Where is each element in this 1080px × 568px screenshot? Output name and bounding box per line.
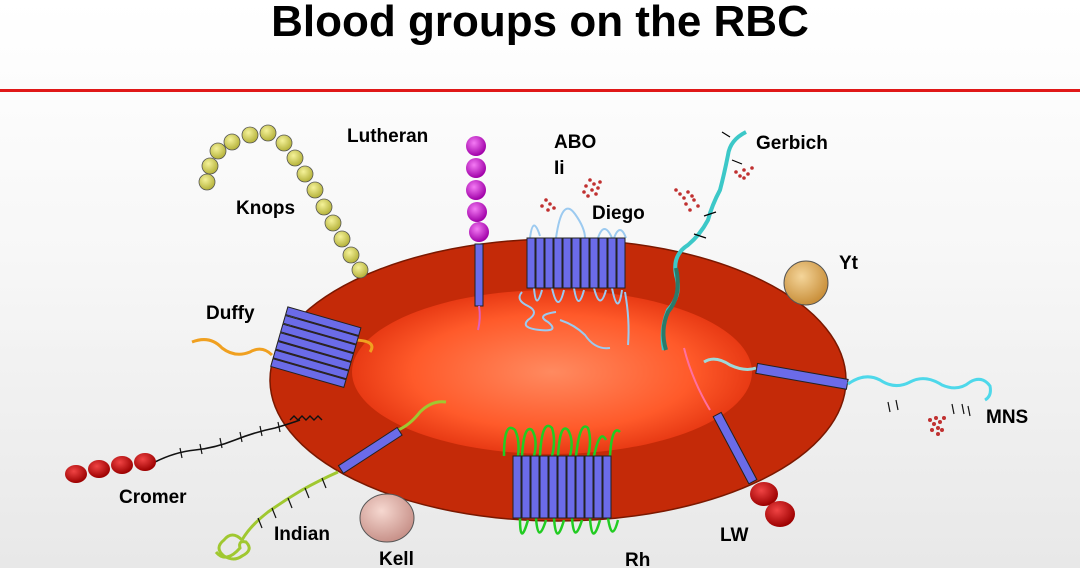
kell-protein xyxy=(359,493,415,543)
gerbich-protein xyxy=(660,130,754,351)
rh-protein xyxy=(502,424,621,535)
cromer-protein xyxy=(65,415,323,483)
label-kell: Kell xyxy=(379,549,414,568)
label-lw: LW xyxy=(720,525,749,546)
abo-carbohydrate xyxy=(540,178,602,212)
lw-protein xyxy=(683,347,795,527)
indian-protein xyxy=(214,400,447,561)
mns-protein xyxy=(703,357,992,436)
page-title: Blood groups on the RBC xyxy=(271,0,809,46)
label-yt: Yt xyxy=(839,253,859,274)
label-knops: Knops xyxy=(236,198,295,219)
label-mns: MNS xyxy=(986,407,1028,428)
band3-protein xyxy=(518,178,630,350)
red-blood-cell xyxy=(269,238,847,522)
yt-protein xyxy=(783,260,829,306)
label-diego: Diego xyxy=(592,203,645,224)
label-cromer: Cromer xyxy=(119,487,187,508)
label-abo: ABO xyxy=(554,132,596,153)
title-divider xyxy=(0,89,1080,92)
label-duffy: Duffy xyxy=(206,303,255,324)
label-ii: Ii xyxy=(554,158,565,179)
lutheran-protein xyxy=(466,136,489,331)
knops-chain xyxy=(198,124,369,279)
cell-inner xyxy=(352,290,752,454)
label-gerbich: Gerbich xyxy=(756,133,828,154)
label-indian: Indian xyxy=(274,524,330,545)
label-rh: Rh xyxy=(625,550,650,568)
duffy-protein xyxy=(191,306,374,389)
label-lutheran: Lutheran xyxy=(347,126,428,147)
